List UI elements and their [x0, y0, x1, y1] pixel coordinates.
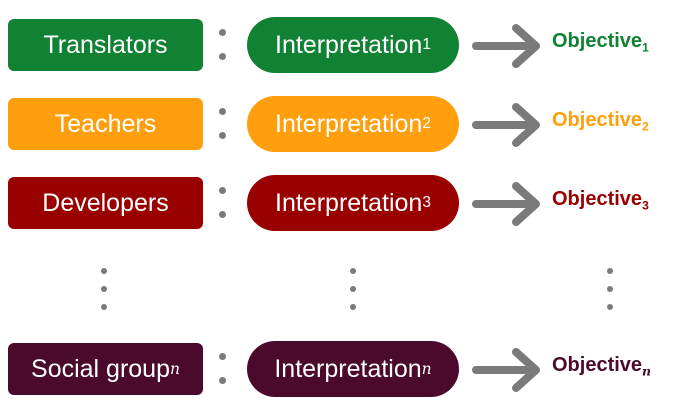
objective-text: Objective: [552, 354, 643, 376]
group-label: Translators: [43, 30, 168, 59]
objective-text: Objective: [552, 109, 643, 131]
group-box: Developers: [8, 177, 203, 229]
interpretation-label: Interpretation: [275, 109, 423, 138]
objective-label: Objectiven: [552, 354, 651, 377]
objective-label: Objective1: [552, 30, 649, 55]
colon-icon: [216, 185, 230, 225]
objective-subscript: 1: [642, 40, 649, 55]
objective-subscript: 3: [642, 198, 649, 213]
group-label: Social group: [31, 354, 170, 383]
group-label: Teachers: [54, 109, 157, 138]
objective-label: Objective3: [552, 188, 649, 213]
colon-icon: [216, 351, 230, 391]
objective-label: Objective2: [552, 109, 649, 134]
objective-text: Objective: [552, 30, 643, 52]
arrow-right-icon: [472, 348, 540, 392]
group-label: Developers: [42, 188, 169, 217]
vertical-ellipsis-icon: [100, 268, 108, 312]
interpretation-label: Interpretation: [274, 354, 422, 383]
interpretation-label: Interpretation: [275, 30, 423, 59]
arrow-right-icon: [472, 103, 540, 147]
interpretation-label: Interpretation: [275, 188, 423, 217]
objective-subscript: 2: [642, 119, 649, 134]
vertical-ellipsis-icon: [606, 268, 614, 312]
colon-icon: [216, 27, 230, 67]
group-box: Teachers: [8, 98, 203, 150]
arrow-right-icon: [472, 24, 540, 68]
objective-subscript: n: [642, 363, 652, 379]
arrow-right-icon: [472, 182, 540, 226]
vertical-ellipsis-icon: [349, 268, 357, 312]
group-box: Translators: [8, 19, 203, 71]
objective-text: Objective: [552, 188, 643, 210]
colon-icon: [216, 106, 230, 146]
